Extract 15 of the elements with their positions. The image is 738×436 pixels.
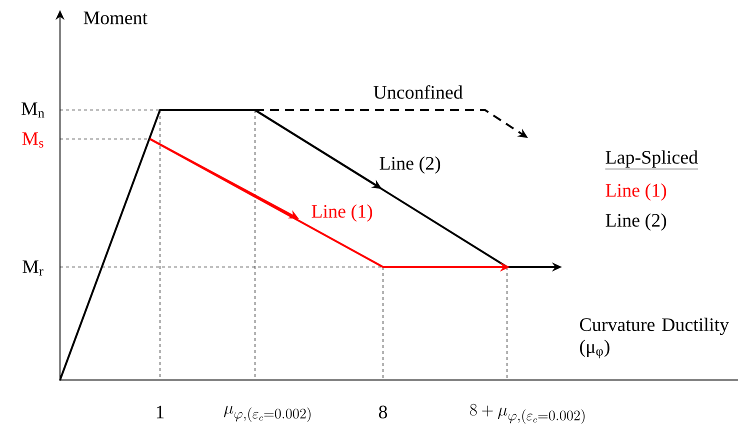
moment-label: M$_{r}$ [22,260,44,276]
legend-text: Line (2) [606,213,666,231]
curve-label: Line (1) [312,204,372,222]
moment-label: M$_{s}$ [22,132,44,148]
axis-title: Curvature Ductility (μ$_{φ}$) [580,318,729,358]
legend-text: Line (1) [606,183,666,201]
tick-label: $\mu_{\varphi,(\varepsilon_c=0.002)}$ [224,406,311,422]
moment-label: M$_{n}$ [22,102,44,118]
tick-label: $8+\mu_{\varphi,(\varepsilon_c=0.002)}$ [470,404,585,424]
legend-heading: Lap-Spliced [605,150,698,170]
tick-label: 1 [156,406,164,418]
axis-title: Moment [84,12,148,24]
curve-label: Line (2) [380,156,440,174]
tick-label: 8 [378,406,388,418]
curve-label: Unconfined [374,85,463,99]
